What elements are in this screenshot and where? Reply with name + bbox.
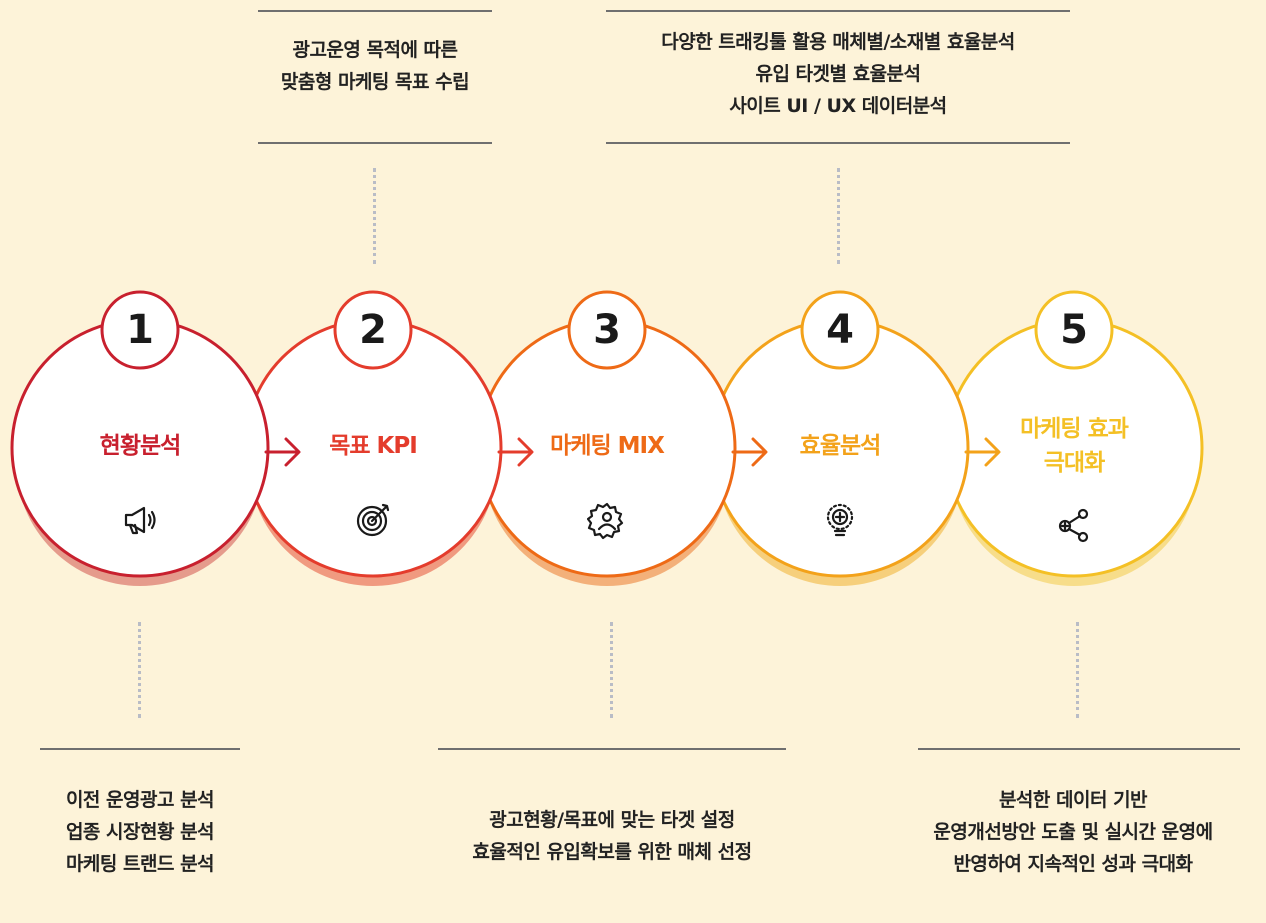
- step-number: 5: [1060, 307, 1088, 353]
- annotation-step3: 광고현황/목표에 맞는 타겟 설정 효율적인 유입확보를 위한 매체 선정: [408, 804, 816, 868]
- flow-arrow: [731, 437, 768, 467]
- annotation-line: 사이트 UI / UX 데이터분석: [729, 95, 947, 117]
- annotation-line: 이전 운영광고 분석: [65, 789, 215, 811]
- annotation-line: 유입 타겟별 효율분석: [755, 63, 921, 85]
- step-title: 목표 KPI: [273, 429, 473, 463]
- annotation-line: 효율적인 유입확보를 위한 매체 선정: [472, 841, 752, 863]
- divider-top-step4-upper: [606, 10, 1070, 12]
- step-number-badge: [567, 290, 647, 370]
- step-title: 효율분석: [740, 429, 940, 463]
- divider-bottom-step3: [438, 748, 786, 750]
- annotation-step5: 분석한 데이터 기반 운영개선방안 도출 및 실시간 운영에 반영하여 지속적인…: [880, 784, 1266, 880]
- lightbulb-icon: [820, 500, 860, 540]
- step-title-line: 극대화: [1043, 450, 1105, 476]
- step-number-badge: [333, 290, 413, 370]
- step-number: 1: [126, 307, 154, 353]
- step-title-line: 마케팅 효과: [1020, 416, 1129, 442]
- annotation-line: 다양한 트래킹툴 활용 매체별/소재별 효율분석: [661, 31, 1015, 53]
- divider-bottom-step5: [918, 748, 1240, 750]
- share-icon: [1054, 505, 1094, 545]
- divider-top-step4-lower: [606, 142, 1070, 144]
- step-title: 마케팅 MIX: [507, 429, 707, 463]
- step-number-badge: [100, 290, 180, 370]
- megaphone-icon: [120, 500, 160, 540]
- step-title-line: 현황분석: [99, 433, 182, 459]
- divider-top-step2-upper: [258, 10, 492, 12]
- flow-arrow: [264, 437, 301, 467]
- gear-person-icon: [586, 500, 627, 540]
- step-title-line: 마케팅 MIX: [550, 433, 665, 459]
- connector-dots-step3: [610, 622, 613, 718]
- annotation-line: 운영개선방안 도출 및 실시간 운영에: [933, 821, 1213, 843]
- step-number: 4: [826, 307, 854, 353]
- step-number-badge: [1034, 290, 1114, 370]
- divider-bottom-step1: [40, 748, 240, 750]
- flow-arrow: [964, 437, 1001, 467]
- connector-dots-step5: [1076, 622, 1079, 718]
- annotation-step1: 이전 운영광고 분석 업종 시장현황 분석 마케팅 트랜드 분석: [10, 784, 270, 880]
- annotation-step2: 광고운영 목적에 따른 맞춤형 마케팅 목표 수립: [228, 34, 522, 98]
- flow-arrow: [497, 437, 534, 467]
- connector-dots-step4: [837, 168, 840, 264]
- annotation-line: 반영하여 지속적인 성과 극대화: [953, 853, 1193, 875]
- annotation-line: 광고운영 목적에 따른: [292, 39, 458, 61]
- connector-dots-step1: [138, 622, 141, 718]
- step-number: 3: [593, 307, 621, 353]
- annotation-step4: 다양한 트래킹툴 활용 매체별/소재별 효율분석 유입 타겟별 효율분석 사이트…: [576, 26, 1100, 122]
- target-icon: [353, 500, 393, 540]
- step-title-line: 목표 KPI: [329, 433, 418, 459]
- annotation-line: 광고현황/목표에 맞는 타겟 설정: [489, 809, 735, 831]
- annotation-line: 업종 시장현황 분석: [65, 821, 215, 843]
- step-number: 2: [359, 307, 387, 353]
- step-number-badge: [800, 290, 880, 370]
- step-title: 현황분석: [40, 429, 240, 463]
- annotation-line: 마케팅 트랜드 분석: [65, 853, 215, 875]
- divider-top-step2-lower: [258, 142, 492, 144]
- connector-dots-step2: [373, 168, 376, 264]
- annotation-line: 맞춤형 마케팅 목표 수립: [280, 71, 470, 93]
- annotation-line: 분석한 데이터 기반: [998, 789, 1148, 811]
- step-title-line: 효율분석: [799, 433, 882, 459]
